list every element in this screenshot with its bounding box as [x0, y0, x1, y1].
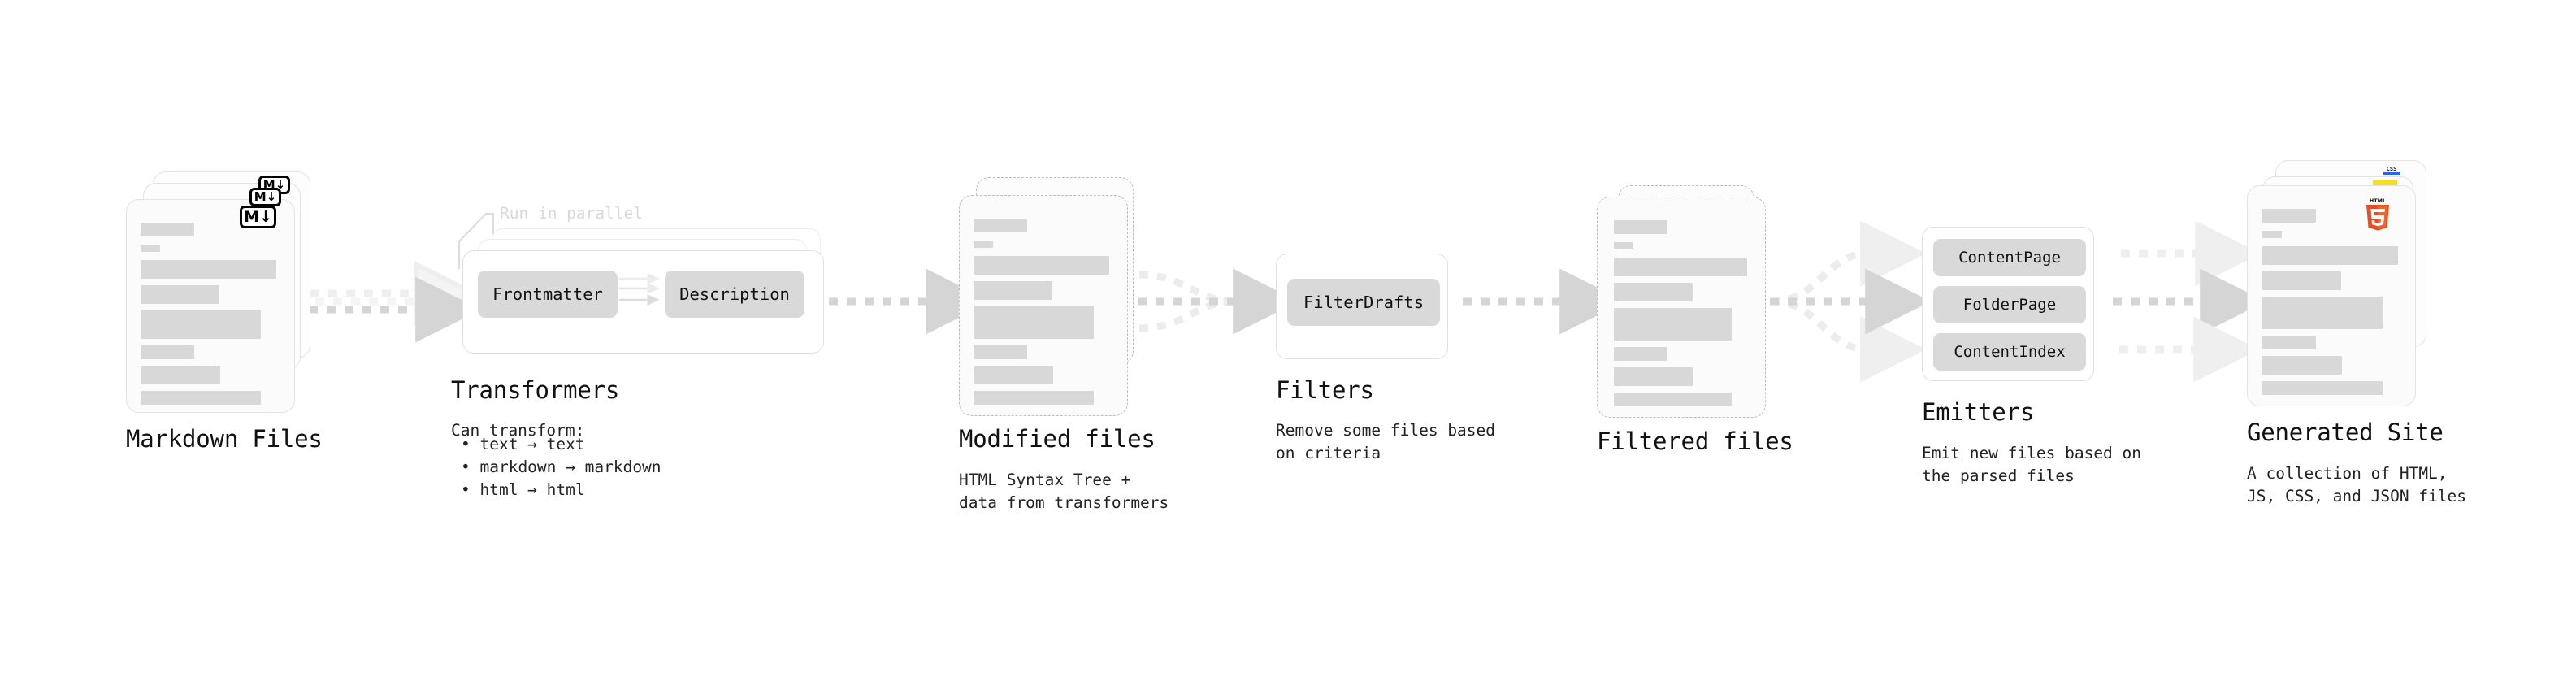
generated-site-title: Generated Site — [2247, 419, 2444, 446]
run-in-parallel-label: Run in parallel — [500, 204, 644, 223]
transformer-pill-description[interactable]: Description — [665, 271, 804, 318]
markdown-badge-back1: M↓ — [249, 188, 281, 206]
site-doc-stack: CSS HTML — [2247, 0, 2531, 406]
emitters-title: Emitters — [1922, 398, 2035, 426]
markdown-doc-front — [126, 199, 295, 413]
generated-site-desc: A collection of HTML, JS, CSS, and JSON … — [2247, 464, 2467, 505]
modified-doc-front — [959, 195, 1128, 416]
filtered-files-title: Filtered files — [1597, 427, 1793, 455]
transformers-bullet-2: • html → html — [461, 480, 585, 499]
modified-doc-stack — [959, 0, 1243, 416]
emitters-desc: Emit new files based on the parsed files — [1922, 444, 2142, 485]
transformer-inner-arrows — [619, 273, 660, 306]
transformers-desc: Can transform: — [451, 421, 585, 440]
modified-files-title: Modified files — [959, 425, 1156, 453]
markdown-files-title: Markdown Files — [126, 425, 323, 453]
filters-pill-filterdrafts[interactable]: FilterDrafts — [1287, 279, 1440, 326]
transformers-title: Transformers — [451, 376, 620, 404]
svg-text:CSS: CSS — [2387, 166, 2397, 172]
emitters-box: ContentPage FolderPage ContentIndex — [1922, 227, 2094, 381]
filters-desc: Remove some files based on criteria — [1276, 421, 1496, 462]
arrow-emitters-to-site — [2113, 220, 2266, 383]
stage-modified-files: Modified files HTML Syntax Tree + data f… — [959, 0, 1243, 512]
emitters-pill-contentindex[interactable]: ContentIndex — [1933, 333, 2086, 371]
parallel-bracket — [458, 212, 495, 270]
stage-filtered-files: Filtered files — [1597, 0, 1857, 455]
stage-generated-site: CSS HTML — [2247, 0, 2531, 505]
transformer-box-front: Frontmatter Description — [462, 250, 824, 354]
transformers-bullet-1: • markdown → markdown — [461, 458, 661, 476]
markdown-badge: M↓ — [240, 206, 276, 228]
site-doc-front — [2247, 185, 2416, 406]
markdown-doc-stack: M↓ M↓ M↓ — [126, 0, 394, 413]
filters-box: FilterDrafts — [1276, 254, 1448, 359]
emitters-pill-contentpage[interactable]: ContentPage — [1933, 239, 2086, 276]
html5-badge: HTML — [2366, 197, 2389, 231]
filters-title: Filters — [1276, 376, 1374, 404]
filtered-doc-front — [1597, 197, 1766, 418]
emitters-pill-folderpage[interactable]: FolderPage — [1933, 286, 2086, 323]
filtered-doc-stack — [1597, 0, 1857, 418]
stage-markdown-files: M↓ M↓ M↓ Markdown Files — [126, 0, 394, 453]
modified-files-desc: HTML Syntax Tree + data from transformer… — [959, 471, 1169, 512]
svg-text:HTML: HTML — [2370, 197, 2386, 204]
transformers-bullet-0: • text → text — [461, 435, 585, 453]
css3-badge: CSS — [2383, 166, 2400, 175]
transformer-pill-frontmatter[interactable]: Frontmatter — [478, 271, 618, 318]
